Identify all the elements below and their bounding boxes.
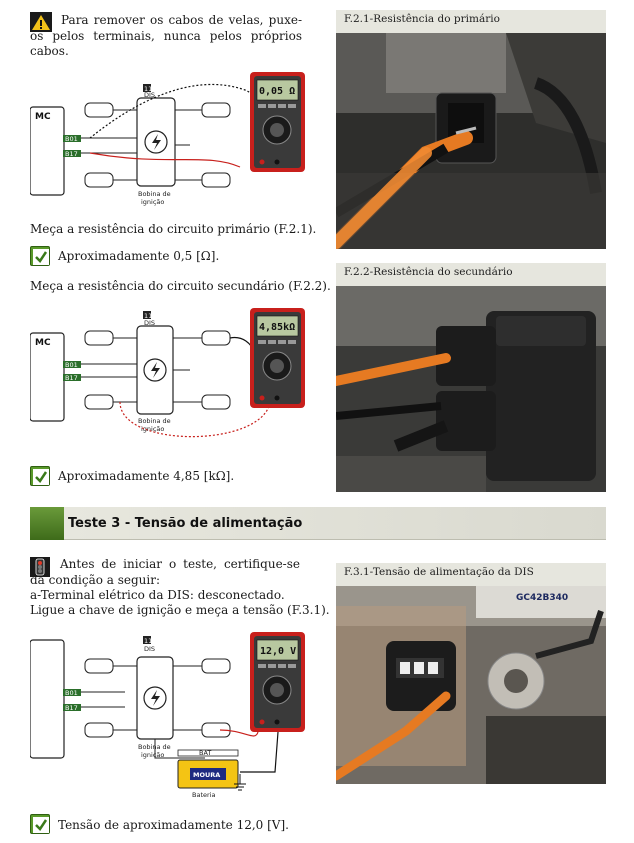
pin-b17-label: B17 <box>65 150 78 158</box>
check-icon <box>30 814 50 834</box>
dis-label: DIS <box>144 645 155 653</box>
pin-b17-label: B17 <box>65 704 78 712</box>
photo-f22-caption: F.2.2-Resistência do secundário <box>336 263 606 286</box>
meter3-reading: 12,0 V <box>260 646 296 657</box>
primary-resistance-diagram: MC B01 B17 11 DIS Bobina de ignição 0,05… <box>30 72 305 206</box>
photo-f31-label: GC42B340 <box>516 593 568 603</box>
check-icon <box>30 246 50 266</box>
pin-b01-label: B01 <box>65 361 78 369</box>
pin-b01-tag <box>63 135 81 142</box>
supply-voltage-diagram: B01 B17 11 DIS Bobina de ignição BAT MOU… <box>30 632 305 799</box>
photo-f31-caption: F.3.1-Tensão de alimentação da DIS <box>336 563 606 586</box>
coil-label-line2: ignição <box>141 425 164 433</box>
battery-brand: MOURA <box>193 771 220 779</box>
dis-pin-label: 11 <box>144 312 152 320</box>
secondary-resistance-diagram: MC B01 B17 11 DIS Bobina de ignição 4,85… <box>30 308 305 438</box>
pin-b17-label: B17 <box>65 374 78 382</box>
result1-text: Aproximadamente 0,5 [Ω]. <box>58 249 220 263</box>
pin-b01-label: B01 <box>65 689 78 697</box>
warning-note: Para remover os cabos de velas, puxe-os … <box>30 13 302 58</box>
coil-label-line1: Bobina de <box>138 190 171 198</box>
photo-f22 <box>336 286 606 492</box>
section-header: Teste 3 - Tensão de alimentação <box>30 507 606 540</box>
pre-test-note: Antes de iniciar o teste, certifique-se … <box>30 557 300 587</box>
step3-text: Ligue a chave de ignição e meça a tensão… <box>30 603 330 617</box>
photo-f31: GC42B340 <box>336 586 606 784</box>
photo-f21-caption: F.2.1-Resistência do primário <box>336 10 606 33</box>
warning-icon <box>30 12 52 32</box>
mc-label: MC <box>35 338 51 348</box>
condition-line: a-Terminal elétrico da DIS: desconectado… <box>30 588 285 602</box>
dis-pin-label: 11 <box>144 85 152 93</box>
photo-f21 <box>336 33 606 249</box>
step2-text: Meça a resistência do circuito secundári… <box>30 279 331 293</box>
battery-label: BAT <box>199 749 211 757</box>
pin-b01-label: B01 <box>65 135 78 143</box>
coil-label-line2: ignição <box>141 198 164 206</box>
check-icon <box>30 466 50 486</box>
step1-text: Meça a resistência do circuito primário … <box>30 222 317 236</box>
dis-pin-label: 11 <box>144 637 152 645</box>
dis-label: DIS <box>144 91 155 99</box>
dis-pin-tag <box>143 84 151 92</box>
section-accent <box>30 507 64 540</box>
pin-b17-tag <box>63 150 81 157</box>
meter2-reading: 4,85kΩ <box>259 322 295 333</box>
dis-label: DIS <box>144 319 155 327</box>
section-title: Teste 3 - Tensão de alimentação <box>68 516 303 531</box>
result2-text: Aproximadamente 4,85 [kΩ]. <box>58 469 235 483</box>
meter1-lcd <box>256 79 299 101</box>
meter1-reading: 0,05 Ω <box>259 86 295 97</box>
coil-label-line1: Bobina de <box>138 417 171 425</box>
coil-label-line2: ignição <box>141 751 164 759</box>
result3-text: Tensão de aproximadamente 12,0 [V]. <box>58 818 289 832</box>
mc-label: MC <box>35 112 51 122</box>
stop-light-icon <box>30 557 50 577</box>
coil-label-line1: Bobina de <box>138 743 171 751</box>
battery-caption: Bateria <box>192 791 215 799</box>
